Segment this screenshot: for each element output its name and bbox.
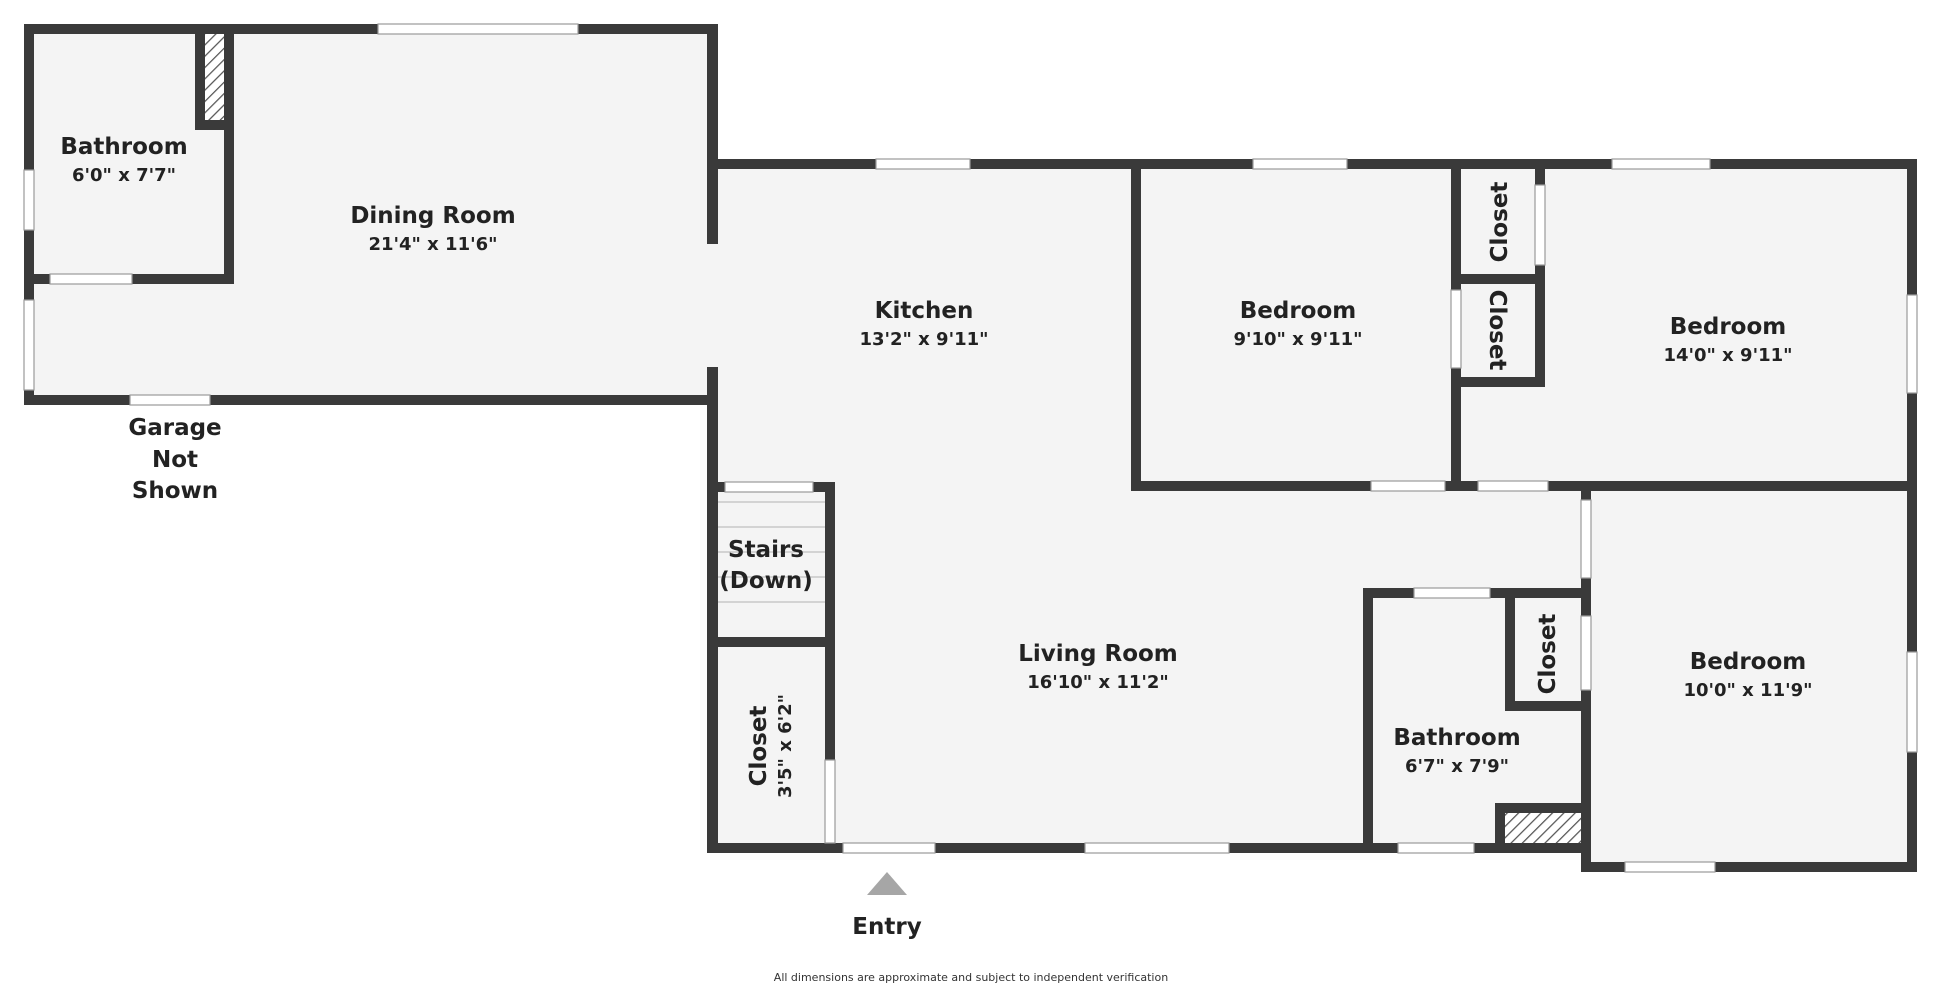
- bathroom-lower-name: Bathroom: [1393, 725, 1520, 751]
- shaft-lower: [1505, 813, 1581, 843]
- stairs-name-line2: (Down): [719, 568, 813, 594]
- bathroom-lower-dims: 6'7" x 7'9": [1405, 756, 1509, 777]
- living-room-name: Living Room: [1018, 641, 1178, 667]
- stairs-treads: [718, 501, 825, 603]
- windows: [23, 23, 1918, 873]
- bathroom-upper-dims: 6'0" x 7'7": [72, 165, 176, 186]
- closet-lower-name: Closet: [1484, 290, 1510, 371]
- garage-note-line3: Shown: [132, 478, 218, 504]
- bedroom-right-name: Bedroom: [1670, 314, 1787, 340]
- bathroom-upper-name: Bathroom: [60, 134, 187, 160]
- kitchen-dims: 13'2" x 9'11": [859, 329, 988, 350]
- disclaimer-text: All dimensions are approximate and subje…: [774, 971, 1168, 984]
- closet-upper-name: Closet: [1487, 182, 1513, 263]
- bedroom-right-dims: 14'0" x 9'11": [1663, 345, 1792, 366]
- living-room-dims: 16'10" x 11'2": [1027, 672, 1169, 693]
- closet-bath-name: Closet: [1535, 614, 1561, 695]
- closet-hall-dims: 3'5" x 6'2": [775, 694, 796, 798]
- dining-room-name: Dining Room: [350, 203, 515, 229]
- bedroom-middle-name: Bedroom: [1240, 298, 1357, 324]
- floor-area: [30, 30, 1910, 862]
- bedroom-middle-dims: 9'10" x 9'11": [1233, 329, 1362, 350]
- bedroom-lower-dims: 10'0" x 11'9": [1683, 680, 1812, 701]
- kitchen-name: Kitchen: [875, 298, 974, 324]
- garage-note-line1: Garage: [128, 415, 221, 441]
- entry-label: Entry: [852, 914, 921, 940]
- bedroom-lower-name: Bedroom: [1690, 649, 1807, 675]
- shaft-upper: [205, 34, 224, 120]
- closet-hall-name: Closet: [746, 706, 772, 787]
- garage-note-line2: Not: [152, 447, 198, 473]
- dining-room-dims: 21'4" x 11'6": [368, 234, 497, 255]
- entry-arrow-icon: [867, 872, 907, 895]
- stairs-name-line1: Stairs: [728, 537, 804, 563]
